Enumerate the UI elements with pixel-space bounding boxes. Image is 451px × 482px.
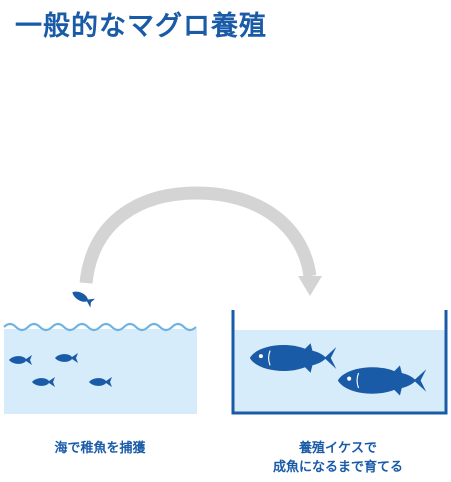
fish-cage <box>231 310 448 415</box>
curved-arrow-icon <box>79 186 322 296</box>
jumping-fish-icon <box>70 287 96 308</box>
page-title: 一般的なマグロ養殖 <box>15 11 267 42</box>
farm-to-adult-caption: 養殖イケスで 成魚になるまで育てる <box>228 439 448 477</box>
farm-caption-line2: 成魚になるまで育てる <box>272 460 403 475</box>
catch-juvenile-caption: 海で稚魚を捕獲 <box>0 439 200 458</box>
wave-icon <box>3 322 197 332</box>
sea-water <box>4 329 197 414</box>
cage-water <box>233 330 446 413</box>
farm-caption-line1: 養殖イケスで <box>298 441 377 456</box>
catch-juvenile-label: 海で稚魚を捕獲 <box>54 441 146 456</box>
